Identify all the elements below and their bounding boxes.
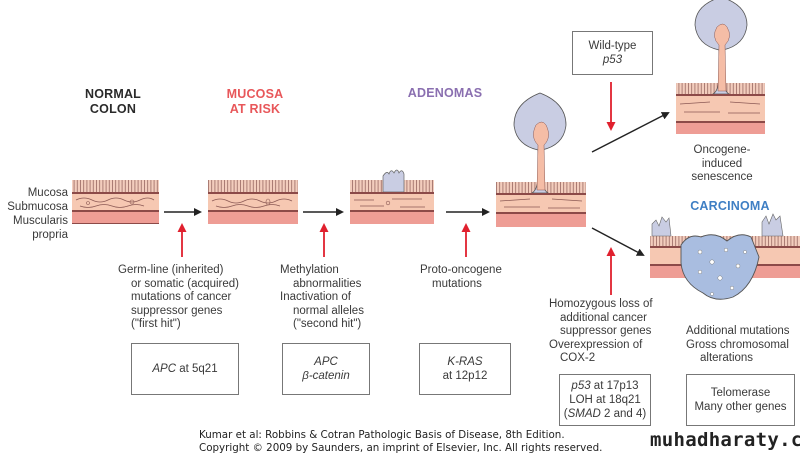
- gene-box-line: Wild-type: [588, 40, 637, 52]
- event-line: alterations: [700, 352, 754, 364]
- event-line: Overexpression of: [549, 338, 643, 351]
- gene-box-line: LOH at 18q21: [569, 394, 641, 406]
- event-line: normal alleles: [293, 304, 364, 317]
- gene-box-p53-smad: p53 at 17p13 LOH at 18q21 (SMAD 2 and 4): [559, 374, 651, 426]
- event-proto-oncogene: Proto-oncogene mutations: [420, 264, 520, 291]
- event-line: mutations of cancer: [131, 291, 232, 303]
- label-propria: propria: [32, 229, 68, 241]
- gene-name: p53: [571, 380, 591, 392]
- event-line: Additional mutations: [686, 325, 790, 337]
- event-line: ("first hit"): [131, 318, 181, 330]
- tissue-mucosa-at-risk: [208, 180, 298, 224]
- paren: (: [563, 408, 568, 420]
- tissue-senescence: [676, 0, 765, 134]
- gene-name: APC: [152, 363, 177, 375]
- credit-line1: Kumar et al: Robbins & Cotran Pathologic…: [199, 429, 565, 441]
- event-line: Methylation: [280, 264, 339, 276]
- tissue-early-adenoma: [350, 169, 434, 224]
- watermark: muhadharaty.com: [650, 429, 800, 451]
- credit-line2: Copyright © 2009 by Saunders, an imprint…: [199, 442, 603, 454]
- label-mucosa: Mucosa: [27, 187, 68, 199]
- event-line: Proto-oncogene: [420, 264, 502, 276]
- gene-box-wild-type-p53: Wild-type p53: [572, 31, 653, 75]
- gene-box-line: Telomerase: [710, 387, 771, 399]
- event-line: ("second hit"): [293, 318, 362, 330]
- gene-box-line: p53: [602, 54, 623, 66]
- gene-box-line: APC at 5q21: [152, 362, 217, 376]
- event-line: or somatic (acquired): [131, 277, 240, 290]
- event-line: abnormalities: [293, 277, 362, 290]
- event-additional-mutations: Additional mutations Gross chromosomal a…: [686, 325, 800, 366]
- figure-credit: Kumar et al: Robbins & Cotran Pathologic…: [199, 429, 619, 455]
- gene-box-kras: K-RAS at 12p12: [419, 343, 511, 395]
- gene-box-line: β-catenin: [302, 370, 350, 382]
- event-line: Inactivation of: [280, 291, 351, 303]
- gene-locus: at 5q21: [176, 363, 218, 375]
- stage-normal-colon: NORMAL COLON: [78, 87, 148, 117]
- gene-box-line: (SMAD 2 and 4): [564, 407, 646, 421]
- gene-box-line: Many other genes: [694, 401, 787, 413]
- arrow-polyp-to-senescence: [591, 112, 670, 153]
- stage-mucosa-at-risk: MUCOSA AT RISK: [220, 87, 290, 117]
- gene-box-apc-5q21: APC at 5q21: [131, 343, 239, 395]
- event-line: mutations: [432, 277, 482, 290]
- event-line: Germ-line (inherited): [118, 264, 224, 276]
- event-line: senescence: [691, 171, 753, 183]
- gene-locus: 2 and 4): [600, 408, 647, 420]
- layer-labels: Mucosa Submucosa Muscularis propria: [0, 186, 68, 242]
- gene-name: SMAD: [567, 408, 601, 420]
- event-first-hit: Germ-line (inherited) or somatic (acquir…: [118, 264, 268, 332]
- event-line: suppressor genes: [560, 325, 652, 337]
- stage-adenomas: ADENOMAS: [407, 86, 483, 100]
- event-senescence: Oncogene-induced senescence: [676, 144, 768, 185]
- gene-box-line: at 12p12: [442, 370, 488, 382]
- event-homozygous-loss: Homozygous loss of additional cancer sup…: [549, 298, 679, 366]
- event-line: COX-2: [560, 352, 596, 364]
- event-line: Gross chromosomal: [686, 338, 789, 351]
- event-line: suppressor genes: [131, 304, 223, 317]
- stage-mucosa-at-risk-line2: AT RISK: [229, 102, 281, 116]
- tissue-normal-colon: [72, 180, 159, 224]
- stage-normal-colon-line1: NORMAL: [84, 87, 142, 101]
- event-line: Oncogene-induced: [693, 144, 751, 170]
- gene-box-line: K-RAS: [447, 356, 483, 368]
- tissue-polyp-adenoma: [496, 92, 586, 227]
- label-submucosa: Submucosa: [7, 201, 68, 213]
- stage-mucosa-at-risk-line1: MUCOSA: [226, 87, 284, 101]
- gene-locus: at 17p13: [590, 380, 639, 392]
- stage-carcinoma: CARCINOMA: [690, 199, 770, 213]
- event-line: additional cancer: [560, 311, 647, 324]
- tissue-carcinoma: [650, 213, 800, 300]
- arrow-polyp-to-carcinoma: [591, 227, 645, 256]
- event-second-hit: Methylation abnormalities Inactivation o…: [280, 264, 420, 332]
- gene-box-line: APC: [314, 356, 338, 368]
- gene-box-telomerase: Telomerase Many other genes: [686, 374, 795, 426]
- label-muscularis: Muscularis: [13, 215, 68, 227]
- stage-normal-colon-line2: COLON: [89, 102, 137, 116]
- gene-box-line: p53 at 17p13: [571, 379, 638, 393]
- event-line: Homozygous loss of: [549, 298, 653, 310]
- gene-box-apc-catenin: APC β-catenin: [282, 343, 370, 395]
